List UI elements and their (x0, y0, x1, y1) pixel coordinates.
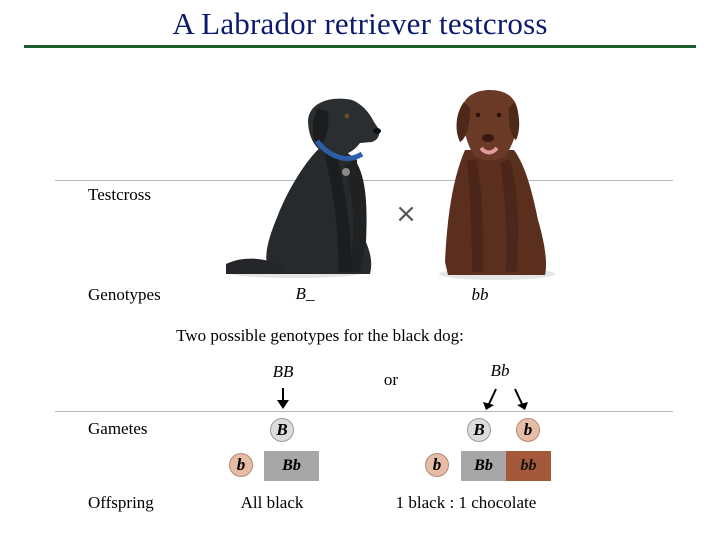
row-label-genotypes: Genotypes (88, 285, 161, 304)
title-underline (24, 45, 696, 48)
possible-genotypes-heading: Two possible genotypes for the black dog… (176, 326, 464, 345)
row-label-gametes: Gametes (88, 419, 148, 438)
option-bb-result: All black (240, 493, 304, 512)
chocolate-dog-genotype: bb (471, 285, 489, 304)
option-Bb-result: 1 black : 1 chocolate (395, 493, 537, 512)
offspring-Bb-box: Bb (264, 451, 319, 481)
page-title: A Labrador retriever testcross (172, 6, 548, 41)
gamete-B-circle: B (270, 418, 294, 442)
divider-testcross (55, 180, 673, 181)
cross-symbol: × (395, 199, 417, 229)
offspring-Bb-box: Bb (461, 451, 506, 481)
arrow-down-icon (277, 388, 289, 409)
tester-gamete-b-circle: b (229, 453, 253, 477)
gamete-b-circle: b (516, 418, 540, 442)
arrow-down-left-icon (483, 388, 497, 410)
offspring-bb-box: bb (506, 451, 551, 481)
divider-gametes (55, 411, 673, 412)
row-label-offspring: Offspring (88, 493, 154, 512)
gamete-B-circle: B (467, 418, 491, 442)
row-label-testcross: Testcross (88, 185, 152, 204)
black-dog-genotype: B_ (295, 284, 315, 303)
option-bb-genotype: BB (272, 362, 294, 381)
option-Bb-genotype: Bb (490, 361, 510, 380)
arrow-down-right-icon (514, 388, 528, 410)
or-text: or (383, 370, 399, 389)
tester-gamete-b-circle: b (425, 453, 449, 477)
